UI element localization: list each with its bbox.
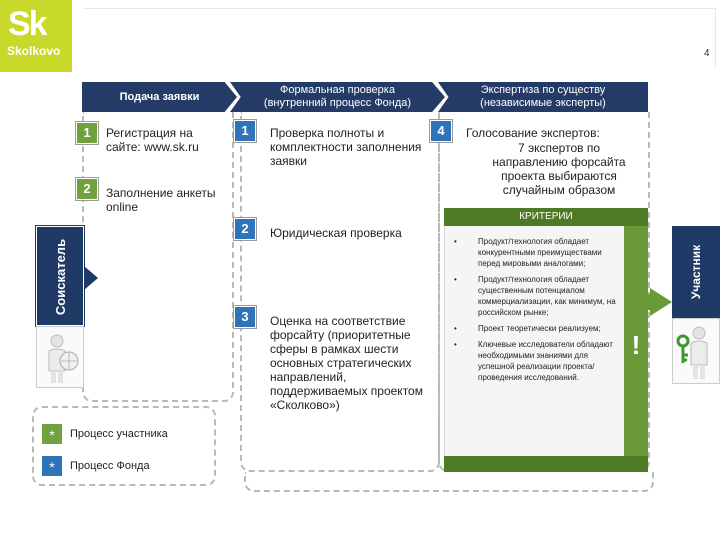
legend-fund-label: Процесс Фонда: [70, 460, 150, 472]
step-title: Голосование экспертов:: [466, 126, 600, 140]
page-number: 4: [704, 48, 710, 59]
applicant-panel: Соискатель: [36, 226, 84, 326]
applicant-label: Соискатель: [53, 238, 68, 316]
participant-arrow-icon: [650, 288, 672, 316]
person-with-key-icon: [672, 318, 720, 384]
participant-arrow-stem: [640, 294, 652, 310]
step-text: Оценка на соответствие форсайту (приорит…: [270, 314, 423, 412]
legend: * Процесс участника * Процесс Фонда: [32, 406, 216, 486]
criteria-item: Продукт/технология обладает существенным…: [452, 274, 622, 318]
step-number-badge: 2: [234, 218, 256, 240]
logo-wordmark: Skolkovo: [7, 44, 61, 58]
step-text: Проверка полноты и комплектности заполне…: [270, 126, 422, 168]
criteria-side-bar: [624, 226, 648, 456]
logo-mark: Sk: [8, 5, 48, 43]
header-line: Формальная проверка: [280, 84, 395, 96]
step-text: 7 экспертов по направлению форсайта прое…: [492, 141, 626, 197]
participant-label: Участник: [689, 244, 703, 300]
column-applicant-process: [82, 112, 234, 402]
step-number-badge: 2: [76, 178, 98, 200]
bottom-bracket-divider: [244, 472, 654, 492]
applicant-arrow-icon: [84, 266, 98, 290]
step-number-badge: 4: [430, 120, 452, 142]
criteria-footer-bar: [444, 456, 648, 472]
skolkovo-logo: Sk Skolkovo: [0, 0, 72, 72]
criteria-list: Продукт/технология обладает конкурентным…: [452, 236, 622, 388]
header-formal-check: Формальная проверка (внутренний процесс …: [230, 82, 445, 112]
step-text: Заполнение анкеты online: [106, 186, 216, 214]
step-number-badge: 1: [76, 122, 98, 144]
step-number-badge: 3: [234, 306, 256, 328]
step-text: Регистрация на сайте: www.sk.ru: [106, 126, 199, 154]
step-number-badge: 1: [234, 120, 256, 142]
criteria-item: Проект теоретически реализуем;: [452, 323, 622, 334]
criteria-title: КРИТЕРИИ: [444, 208, 648, 226]
criteria-item: Ключевые исследователи обладают необходи…: [452, 339, 622, 383]
participant-panel: Участник: [672, 226, 720, 318]
legend-participant-label: Процесс участника: [70, 428, 168, 440]
header-expert-review: Экспертиза по существу (независимые эксп…: [438, 82, 648, 112]
legend-participant-swatch: *: [42, 424, 62, 444]
step-text: Юридическая проверка: [270, 226, 402, 240]
header-subline: (независимые эксперты): [480, 97, 606, 109]
exclamation-icon: !: [631, 330, 641, 360]
header-line: Подача заявки: [119, 90, 200, 103]
header-subline: (внутренний процесс Фонда): [263, 97, 412, 109]
criteria-item: Продукт/технология обладает конкурентным…: [452, 236, 622, 269]
page-frame-line: [84, 8, 716, 68]
legend-fund-swatch: *: [42, 456, 62, 476]
header-line: Экспертиза по существу: [480, 84, 606, 96]
person-with-globe-icon: [36, 326, 84, 388]
header-application-submission: Подача заявки: [82, 82, 237, 112]
